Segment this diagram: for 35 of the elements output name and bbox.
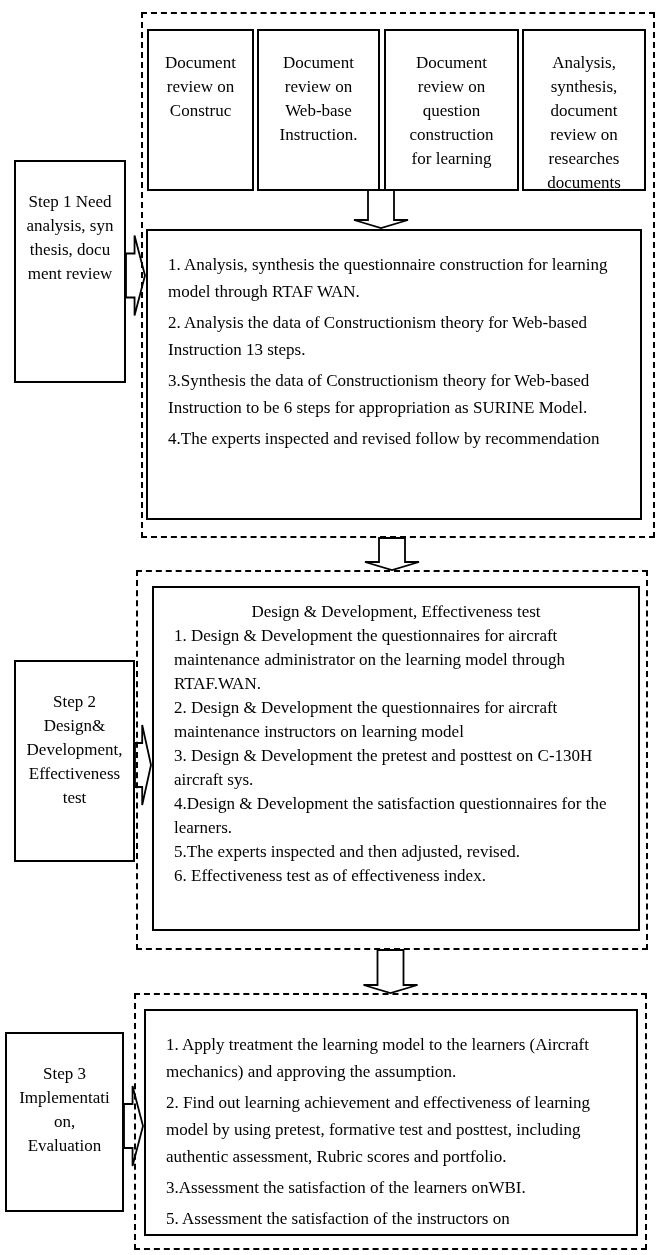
block-arrow (362, 949, 419, 994)
list-item: 3.Assessment the satisfaction of the learners onWBI. (166, 1177, 527, 1199)
list-item: 1. Design & Development the questionnaires for aircraft maintenance administrator on the learning model through RTAF.WAN. (174, 625, 566, 695)
list-item: 2. Design & Development the questionnaires for aircraft maintenance instructors on learning model (174, 697, 559, 743)
box-text: Document review on Web-base Instruction. (278, 52, 359, 146)
list-item: 6. Effectiveness test as of effectiveness index. (174, 865, 487, 887)
list-item: 3.Synthesis the data of Constructionism theory for Web-based Instruction to be 6 steps for appropriation as SURINE Model. (168, 370, 591, 419)
process-box (147, 29, 254, 191)
list-item: 1. Analysis, synthesis the questionnaire construction for learning model through RTAF WAN. (168, 254, 609, 303)
list-item: 2. Find out learning achievement and effectiveness of learning model by using pretest, formative test and posttest, including authentic assessment, Rubric scores and portfolio. (166, 1092, 592, 1168)
list-item: 2. Analysis the data of Constructionism theory for Web-based Instruction 13 steps. (168, 312, 588, 361)
box-text: Document review on Construc (165, 52, 236, 122)
box-text: Step 3 Implementation, Evaluation (18, 1063, 111, 1157)
process-box (257, 29, 380, 191)
list-item: 3. Design & Development the pretest and posttest on C-130H aircraft sys. (174, 745, 594, 791)
step-box (14, 160, 126, 383)
box-text: Step 1 Need analysis, syn thesis, docu ment review (25, 191, 115, 285)
list-item: 5. Assessment the satisfaction of the instructors on (166, 1208, 511, 1230)
dashed-group-frame (141, 12, 655, 538)
block-arrow (353, 189, 409, 229)
list-item: 5.The experts inspected and then adjusted, revised. (174, 841, 522, 863)
box-text: Document review on question construction for learning (408, 52, 495, 170)
box-heading: Design & Development, Effectiveness test (250, 601, 542, 623)
process-box (146, 229, 642, 520)
block-arrow (364, 537, 420, 571)
list-item: 1. Apply treatment the learning model to the learners (Aircraft mechanics) and approving the assumption. (166, 1034, 590, 1083)
process-box (384, 29, 519, 191)
box-text: Analysis, synthesis, document review on researches documents (546, 52, 622, 194)
process-box (522, 29, 646, 191)
list-item: 4.The experts inspected and revised follow by recommendation (168, 428, 601, 450)
box-text: Step 2 Design& Development, Effectiveness test (25, 691, 124, 809)
block-arrow (125, 234, 146, 317)
step-box (14, 660, 135, 862)
list-item: 4.Design & Development the satisfaction questionnaires for the learners. (174, 793, 608, 839)
step-box (5, 1032, 124, 1212)
